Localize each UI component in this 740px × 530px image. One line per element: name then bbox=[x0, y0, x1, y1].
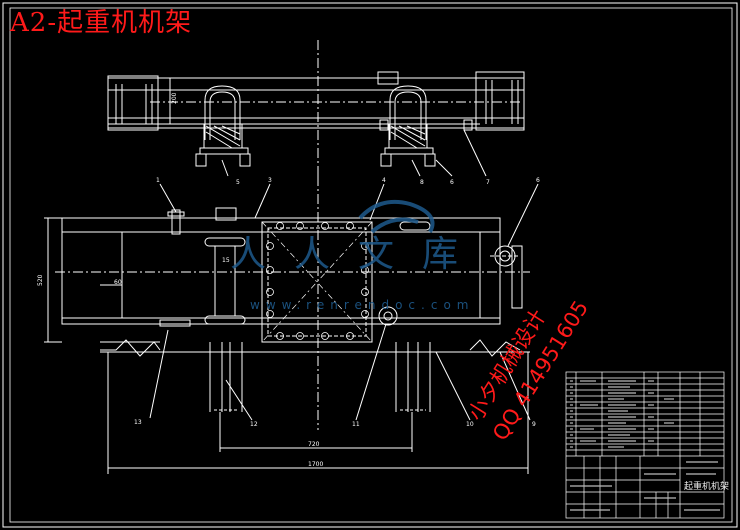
drawing-title: A2-起重机机架 bbox=[10, 8, 193, 38]
part-label: 8 bbox=[420, 179, 424, 186]
dim-height: 520 bbox=[37, 274, 44, 286]
part-label: 9 bbox=[532, 421, 536, 428]
part-label: 12 bbox=[250, 421, 258, 428]
top-view bbox=[107, 40, 525, 176]
part-label: 5 bbox=[236, 179, 240, 186]
part-label: 11 bbox=[352, 421, 360, 428]
inner-frame bbox=[9, 7, 733, 523]
title-block bbox=[565, 371, 725, 519]
part-label: 3 bbox=[268, 177, 272, 184]
parts-list-text bbox=[570, 380, 720, 511]
part-label: 13 bbox=[134, 419, 142, 426]
part-label: 1 bbox=[156, 177, 160, 184]
dimension-labels: 520 720 1700 60 bbox=[37, 274, 323, 468]
dim-small: 60 bbox=[114, 279, 122, 286]
watermark-logo-url: www.renrendoc.com bbox=[250, 298, 475, 312]
drawing-name: 起重机机架 bbox=[684, 480, 729, 492]
part-label: 6 bbox=[450, 179, 454, 186]
part-number-labels: 1 3 4 6 5 8 6 7 13 12 11 10 9 15 bbox=[134, 177, 540, 428]
logo-mark bbox=[358, 199, 435, 234]
dim-total-width: 1700 bbox=[308, 461, 323, 468]
part-label: 4 bbox=[382, 177, 386, 184]
part-label: 7 bbox=[486, 179, 490, 186]
part-label: 10 bbox=[466, 421, 474, 428]
dim-top-height: 200 bbox=[171, 92, 178, 104]
dim-inner-width: 720 bbox=[308, 441, 320, 448]
part-label: 6 bbox=[536, 177, 540, 184]
part-label: 15 bbox=[222, 257, 230, 264]
front-view bbox=[44, 129, 539, 474]
watermark-logo-text: 人人文库 bbox=[230, 234, 487, 275]
